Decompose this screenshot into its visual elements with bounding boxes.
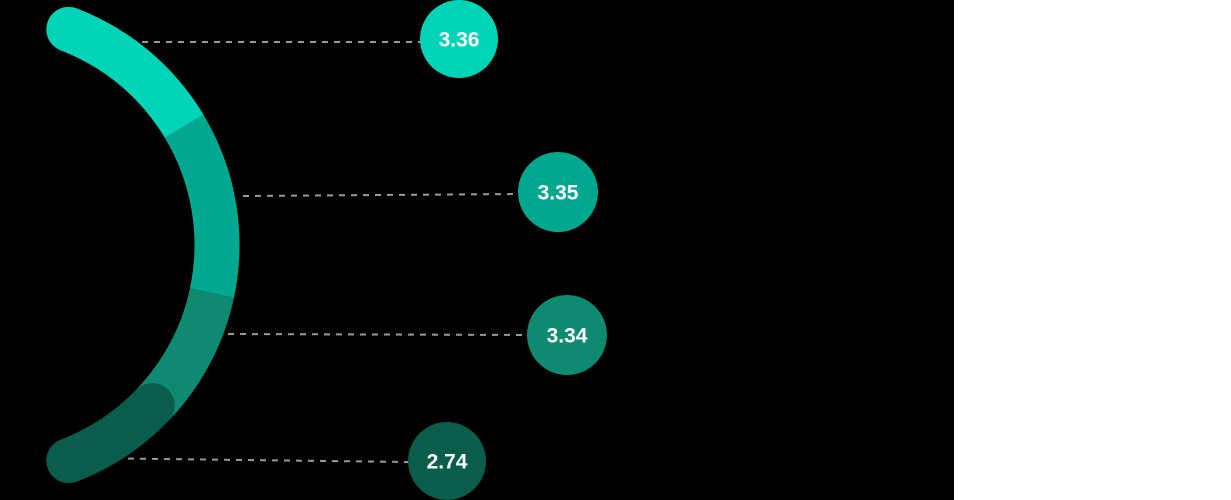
leader-line-2.74 <box>79 457 410 463</box>
value-bubble-2.74[interactable]: 2.74 <box>408 422 486 500</box>
arc-segment-2.74[interactable] <box>46 382 175 484</box>
bubble-circle-3.35 <box>518 152 598 232</box>
arc-segment-3.35[interactable] <box>164 114 240 298</box>
leader-line-group <box>79 41 530 463</box>
value-bubble-3.36[interactable]: 3.36 <box>420 0 498 78</box>
leader-line-3.34 <box>227 333 530 336</box>
bubble-circle-3.36 <box>420 0 498 78</box>
bubble-value-label: 3.34 <box>547 325 588 348</box>
bubble-value-label: 3.36 <box>439 29 480 52</box>
bubble-circle-3.34 <box>527 295 607 375</box>
bubble-value-label: 2.74 <box>427 451 468 474</box>
leader-line-3.35 <box>242 193 521 197</box>
bubble-circle-2.74 <box>408 422 486 500</box>
value-bubble-group: 3.36 3.35 3.34 2.74 <box>408 0 607 500</box>
bubble-value-label: 3.35 <box>538 182 579 205</box>
value-bubble-3.34[interactable]: 3.34 <box>527 295 607 375</box>
arc-segment-3.36[interactable] <box>46 6 207 149</box>
donut-arc-segment-group <box>46 6 240 484</box>
value-bubble-3.35[interactable]: 3.35 <box>518 152 598 232</box>
